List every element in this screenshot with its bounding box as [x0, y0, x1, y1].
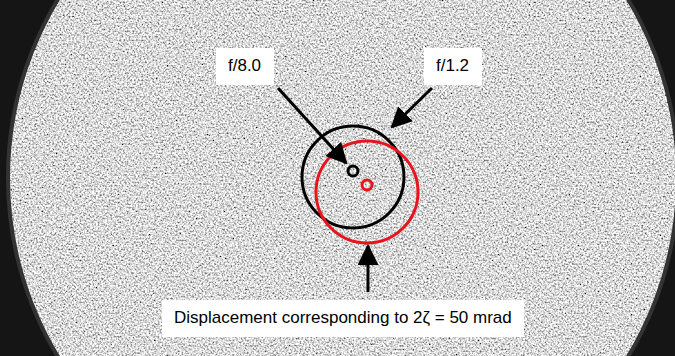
aperture-rim: [8, 0, 675, 356]
label-text: Displacement corresponding to 2ζ = 50 mr…: [174, 308, 512, 328]
label-text: f/8.0: [228, 56, 262, 76]
black-small-circle: [348, 166, 358, 176]
label-box: Displacement corresponding to 2ζ = 50 mr…: [162, 300, 524, 337]
leader-arrow: [278, 88, 346, 163]
red-small-circle: [362, 180, 372, 190]
label-box: f/8.0: [216, 48, 274, 85]
red-large-circle: [316, 141, 418, 243]
leader-arrow: [367, 246, 370, 292]
leader-arrow: [392, 88, 432, 127]
label-text: f/1.2: [436, 56, 470, 76]
label-box: f/1.2: [424, 48, 482, 85]
